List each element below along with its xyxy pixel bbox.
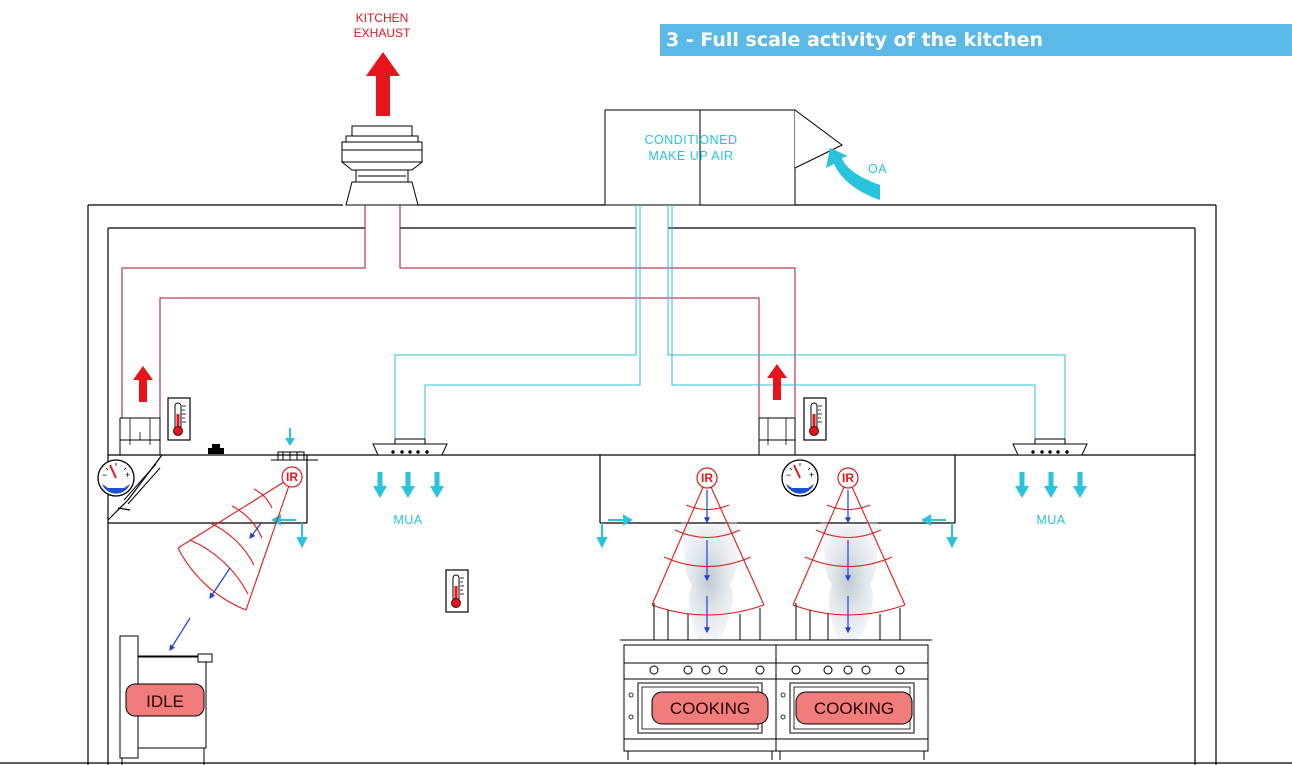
make-up-air-unit — [604, 109, 843, 206]
ir-arrows-left — [169, 521, 263, 652]
cooktop-shelf — [620, 603, 932, 641]
status-cooking-left-label: COOKING — [670, 699, 750, 718]
outside-air-label: OA — [868, 162, 887, 176]
ir-sensor-icon: IR — [696, 467, 718, 489]
outside-air-arrow — [826, 148, 880, 200]
mua-label-left: MUA — [393, 513, 422, 527]
pressure-gauge-icon — [97, 459, 135, 497]
exhaust-arrow-left — [133, 366, 153, 402]
thermometer-icon — [167, 397, 191, 441]
status-badge-cooking-left: COOKING — [651, 691, 769, 725]
ir-sensor-label: IR — [286, 470, 298, 484]
ceiling-sensor — [271, 451, 318, 461]
exhaust-label-1: KITCHEN — [356, 11, 409, 25]
hood-right — [599, 417, 956, 524]
pressure-gauge-icon — [781, 459, 819, 497]
hood-left — [107, 417, 308, 524]
mua-label-right: MUA — [1036, 513, 1065, 527]
cyan-small-arrows-left — [270, 514, 308, 549]
thermometer-icon — [803, 397, 827, 441]
ir-arrows-cooking — [704, 490, 851, 634]
mua-arrows-right — [1015, 472, 1087, 498]
ir-cone-left — [177, 476, 293, 611]
mua-arrows-left — [373, 472, 444, 498]
supply-ducts — [394, 205, 1066, 440]
range-knobs — [649, 665, 905, 675]
diffuser-icon — [372, 438, 1088, 456]
status-cooking-right-label: COOKING — [814, 699, 894, 718]
mua-unit-label-1: CONDITIONED — [645, 133, 738, 147]
mua-unit-label-2: MAKE UP AIR — [648, 149, 733, 163]
ir-sensor-label: IR — [842, 471, 854, 485]
status-badge-idle: IDLE — [125, 683, 205, 717]
ir-sensor-icon: IR — [281, 466, 303, 488]
ceiling-sensor-arrow — [285, 428, 295, 446]
status-idle-label: IDLE — [146, 692, 184, 711]
ir-cone-middle — [651, 477, 765, 616]
status-badge-cooking-right: COOKING — [795, 691, 913, 725]
exhaust-fan-icon — [340, 125, 424, 206]
exhaust-arrow-right — [767, 364, 787, 400]
cyan-small-arrows-right — [596, 514, 958, 549]
damper-left — [123, 463, 161, 505]
ir-sensor-icon: IR — [837, 467, 859, 489]
exhaust-arrow — [366, 52, 400, 116]
ceiling-fixture — [208, 444, 224, 454]
exhaust-label-2: EXHAUST — [354, 26, 411, 40]
ir-sensor-label: IR — [701, 471, 713, 485]
thermometer-icon — [445, 569, 469, 613]
exhaust-ducts — [121, 205, 796, 418]
building-outline — [0, 204, 1292, 765]
diagram-title: 3 - Full scale activity of the kitchen — [660, 24, 1292, 56]
